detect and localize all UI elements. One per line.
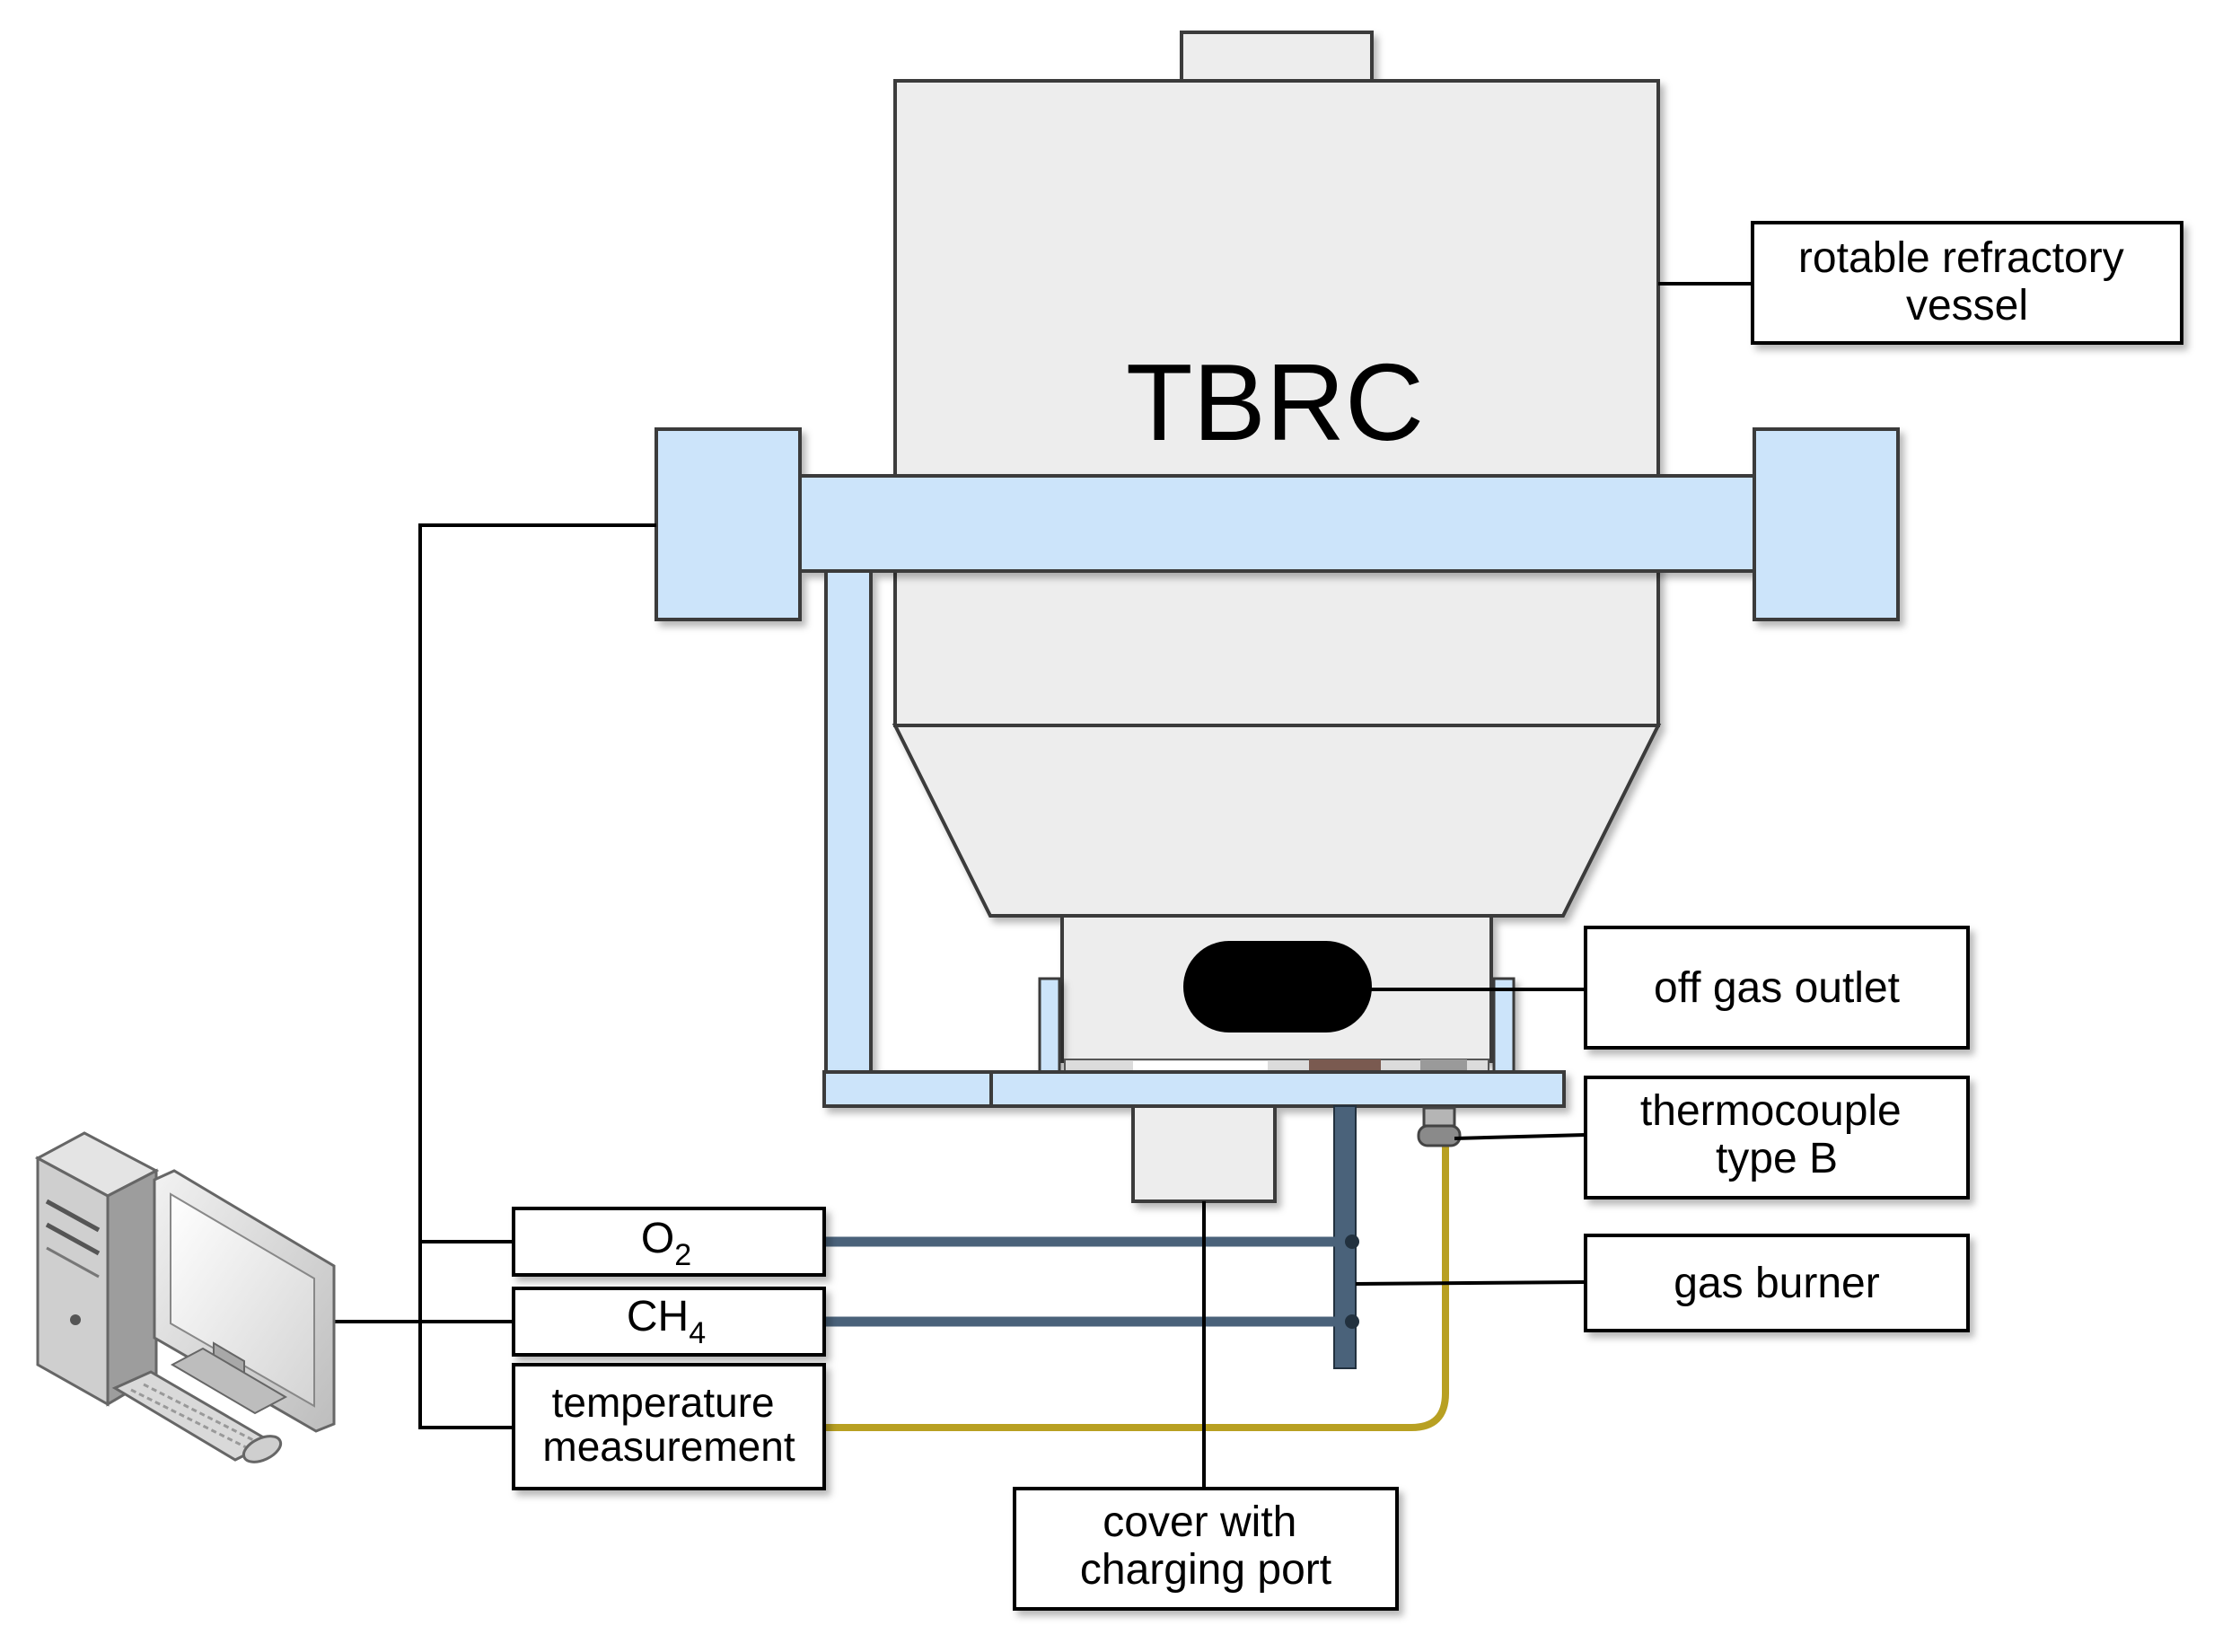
gas-burner-assembly	[824, 1105, 1359, 1369]
gas-burner-box	[1584, 1234, 1970, 1332]
off-gas-outlet-box	[1584, 926, 1970, 1050]
thermocouple-box	[1584, 1076, 1970, 1199]
thermocouple-label-line2: type B	[1716, 1135, 1838, 1182]
computer-monitor-screen	[170, 1192, 315, 1408]
o2-label-base: O	[641, 1215, 674, 1262]
cover-seal-brown	[1309, 1059, 1381, 1072]
frame-right-bearing	[1753, 427, 1900, 621]
rotable-vessel-label-line1: rotable refractory	[1798, 234, 2124, 282]
ch4-label-base: CH	[627, 1293, 689, 1340]
rotable-vessel-box	[1751, 221, 2183, 345]
o2-label-subscript: 2	[674, 1238, 691, 1272]
temperature-label: temperature measurement	[542, 1379, 795, 1470]
off-gas-outlet-port	[1183, 941, 1372, 1032]
temperature-label-line1: temperature	[552, 1379, 775, 1426]
cover-port-box	[1013, 1487, 1399, 1611]
temperature-box	[512, 1363, 826, 1490]
o2-label: O2	[641, 1215, 691, 1272]
cover-seal-white	[1133, 1061, 1268, 1070]
thermocouple-nut	[1417, 1124, 1462, 1147]
frame-left-bearing	[655, 427, 802, 621]
frame-horizontal-beam	[797, 474, 1762, 573]
ch4-label-subscript: 4	[689, 1316, 706, 1350]
computer-tower-right	[106, 1168, 158, 1407]
connector-lines	[334, 282, 1753, 1489]
cover-port-label: cover with charging port	[1080, 1498, 1331, 1594]
ch4-pipe-joint	[1345, 1314, 1359, 1329]
gas-burner-label: gas burner	[1674, 1260, 1879, 1307]
rotable-vessel-label: rotable refractory vessel	[1798, 234, 2136, 330]
charging-port-tube	[1131, 1104, 1277, 1203]
cover-plate-left	[822, 1070, 993, 1108]
vessel-body	[893, 79, 1660, 727]
thermocouple-label: thermocouple type B	[1640, 1087, 1913, 1182]
ch4-label: CH4	[627, 1293, 706, 1350]
frame-cover-bracket-left	[1038, 977, 1061, 1077]
thermocouple-wire	[824, 1146, 1449, 1431]
thermocouple-fitting	[1422, 1106, 1456, 1128]
cover-plate	[822, 1070, 1566, 1203]
frame-left-column	[824, 569, 873, 1076]
rotable-vessel-label-line2: vessel	[1906, 282, 2028, 330]
temperature-label-line2: measurement	[542, 1423, 795, 1470]
cover-plate-main	[989, 1070, 1566, 1108]
computer-monitor-base	[170, 1347, 288, 1415]
desktop-computer-icon	[34, 1131, 336, 1463]
cover-port-label-line2: charging port	[1080, 1546, 1331, 1594]
frame-cover-bracket-right	[1492, 977, 1516, 1077]
o2-pipe-joint	[1345, 1235, 1359, 1249]
vessel-cone	[892, 724, 1662, 918]
ch4-box	[512, 1287, 826, 1357]
cover-port-label-line1: cover with	[1103, 1498, 1296, 1546]
label-boxes	[512, 221, 2183, 1611]
computer-mouse	[242, 1435, 283, 1463]
cover-seal-gray	[1420, 1059, 1467, 1072]
thermocouple-head	[1417, 1106, 1462, 1147]
thermocouple-label-line1: thermocouple	[1640, 1087, 1902, 1135]
computer-tower-front	[36, 1156, 110, 1407]
off-gas-outlet-label: off gas outlet	[1654, 964, 1900, 1012]
o2-box	[512, 1207, 826, 1277]
vessel-title: TBRC	[1126, 341, 1424, 463]
vessel-top-cap	[1180, 31, 1374, 84]
